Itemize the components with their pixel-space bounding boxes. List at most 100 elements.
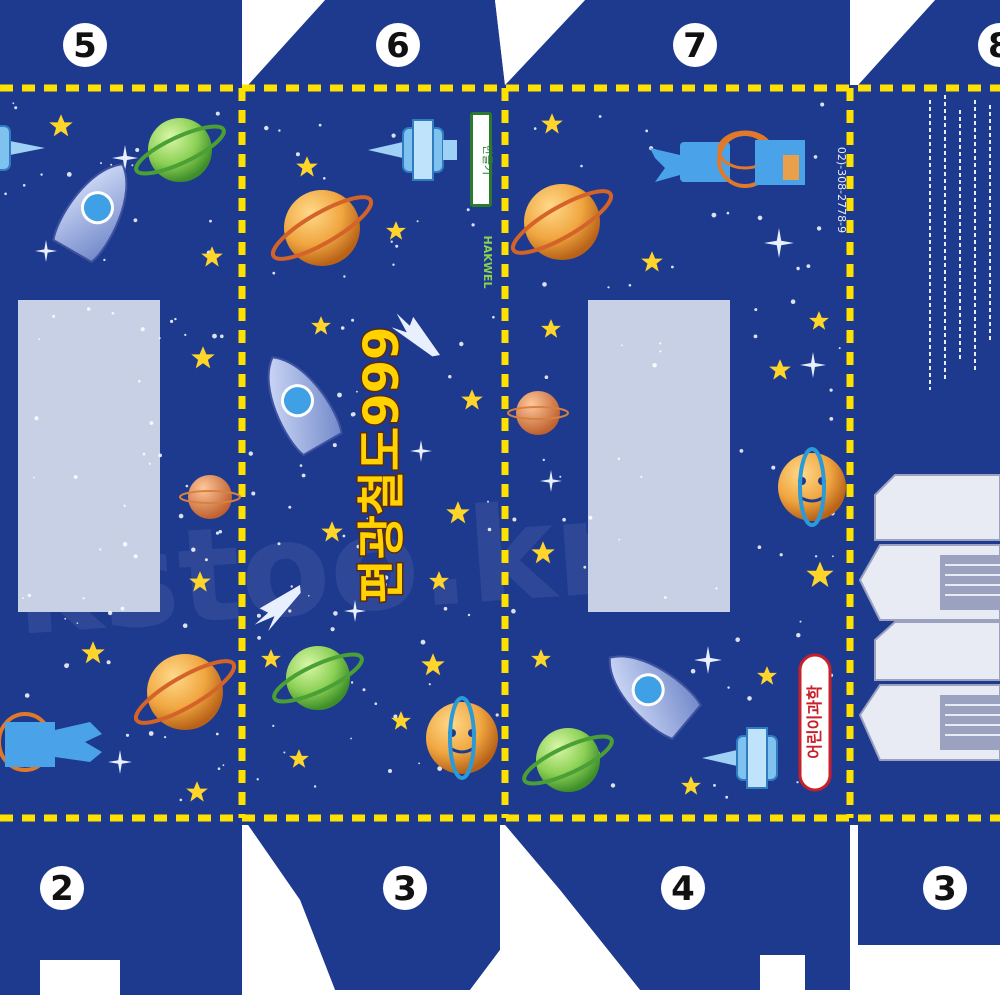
flap-number-6: 6 [376,23,420,67]
starfield-dot [12,102,15,105]
starfield-dot [158,337,161,340]
starfield-dot [40,173,43,176]
starfield-dot [122,542,128,547]
starfield-dot [829,417,834,421]
brand-badge-text: 어린이과학 [805,685,824,759]
starfield-dot [73,475,78,479]
starfield-dot [107,610,113,616]
starfield-dot [342,534,346,538]
starfield-dot [754,308,758,312]
starfield-dot [140,327,145,332]
saturn-icon [522,728,614,792]
starfield-dot [111,311,115,315]
starfield-dot [170,319,174,323]
starfield-dot [771,465,776,470]
starfield-dot [256,613,261,618]
starfield-dot [382,582,387,587]
starfield-dot [295,152,300,157]
rocket-icon [608,655,702,740]
starfield-dot [308,595,310,597]
flap-numbers: 5 6 7 8 2 3 4 3 [40,23,1000,910]
starfield-dot [356,390,358,393]
starfield-dot [443,606,448,611]
top-flap-5 [0,0,242,85]
starfield-dot [67,663,70,666]
saturn-icon [134,118,226,182]
starfield-dot [559,475,562,478]
robot-icon [650,130,805,188]
starfield-dot [392,263,395,266]
starfield-dot [301,473,306,478]
starfield-dot [174,317,177,321]
starfield-dot [562,517,566,522]
starfield-dot [583,565,587,569]
starfield-dot [448,375,452,379]
planet-icon [778,447,846,527]
starfield-dot [492,315,495,319]
starfield-dot [796,781,799,784]
starfield-dot [366,517,369,520]
top-flap-8 [858,0,1000,85]
starfield-dot [178,513,184,519]
starfield-dot [715,587,718,590]
saturn-icon [272,646,364,710]
flap-number-3: 3 [383,866,427,910]
starfield-dot [290,585,293,588]
starfield-dot [123,504,126,507]
starfield-dot [390,240,393,243]
starfield-dot [27,593,32,598]
starfield-dot [437,766,443,771]
starfield-dot [179,798,183,802]
starfield-dot [838,347,841,350]
starfield-dot [351,412,356,417]
brand-badge: 어린이과학 [798,653,832,792]
starfield-dot [628,284,632,287]
starfield-dot [690,668,696,674]
comet-icon [391,313,440,357]
starfield-dot [264,125,269,131]
starfield-dot [133,554,138,559]
starfield-dot [24,693,30,698]
starfield-dot [713,784,716,787]
starfield-dot [362,688,366,692]
starfield-dot [14,106,18,110]
starfield-dot [416,220,419,223]
starfield-dot [218,530,222,534]
starfield-dot [34,416,39,421]
starfield-dot [671,265,674,269]
starfield-dot [820,102,825,107]
starfield-dot [217,767,221,770]
starfield-dot [790,299,796,305]
starfield-dot [512,517,517,522]
starfield-dot [251,491,256,496]
svg-text:2: 2 [50,869,74,909]
starfield-dot [659,342,662,345]
starfield-dot [757,545,762,549]
starfield-dot [471,223,475,227]
starfield-dot [542,282,547,287]
phone-text: 02)-308-2778-9 [835,147,848,233]
svg-text:3: 3 [393,869,417,909]
starfield-dot [184,333,187,336]
starfield-dot [288,609,292,613]
starfield-dot [204,558,208,562]
space-station-icon [0,125,45,171]
starfield-dot [542,458,545,462]
bottom-flap-3a [248,825,500,990]
starfield-dot [220,334,224,339]
starfield-dot [640,475,643,478]
starfield-dot [277,542,281,546]
starfield-dot [495,713,499,717]
starfield-dot [395,244,399,248]
starfield-dot [272,724,275,728]
starfield-dot [299,464,303,467]
starfield-dot [100,162,102,165]
starfield-dot [796,266,800,271]
starfield-dot [350,737,352,740]
starfield-dot [711,212,717,218]
saturn-icon [510,184,614,260]
starfield-dot [164,736,167,739]
starfield-dot [257,636,261,640]
window-cutout-right [588,300,730,612]
